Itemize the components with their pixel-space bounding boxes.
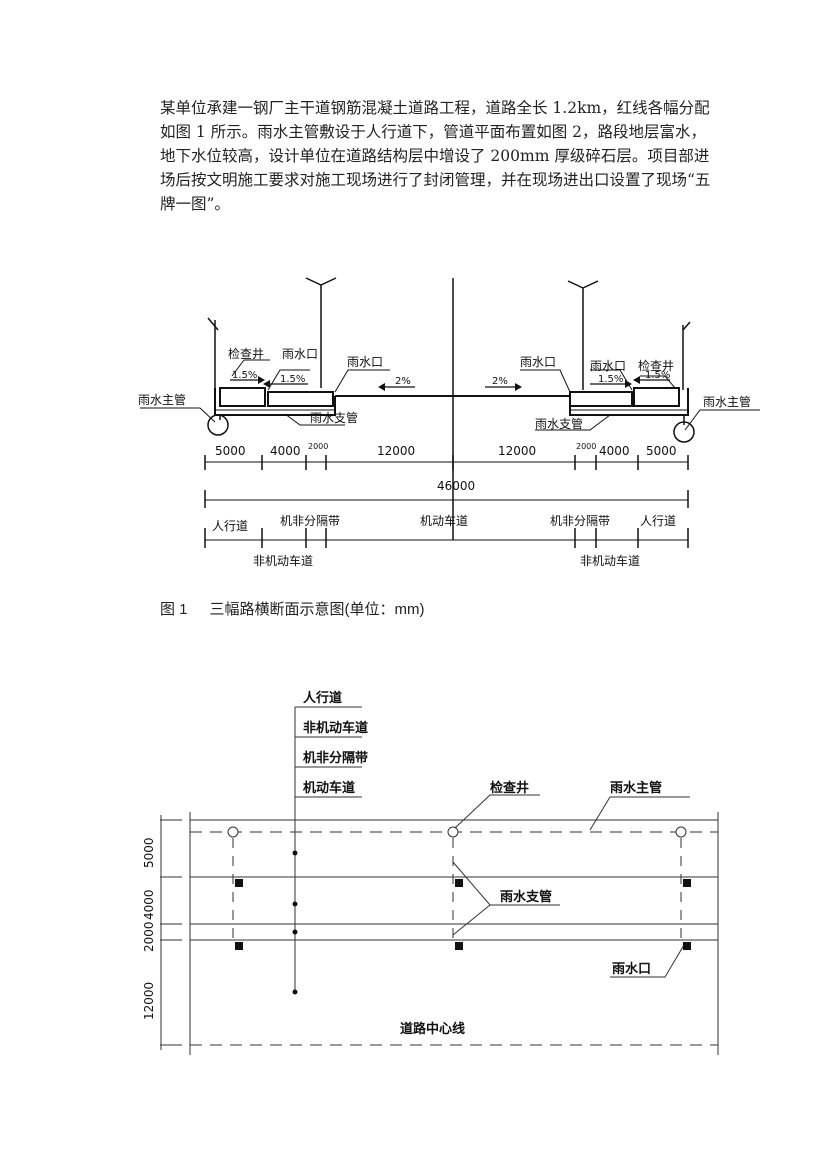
problem-paragraph: 某单位承建一钢厂主干道钢筋混凝土道路工程，道路全长 1.2km，红线各幅分配如图…: [160, 96, 720, 216]
zone-separator-right: 机非分隔带: [550, 514, 610, 528]
caption-text: 三幅路横断面示意图(单位：mm): [209, 601, 425, 618]
label-branch-right: 雨水支管: [535, 416, 583, 431]
label-manhole-right: 检查井: [638, 358, 674, 373]
dim-12000: 12000: [498, 444, 536, 458]
dim-12000: 12000: [377, 444, 415, 458]
zone-bike-left: 非机动车道: [253, 553, 313, 568]
zone-sidewalk-left: 人行道: [212, 519, 248, 533]
figure1-caption: 图 1 三幅路横断面示意图(单位：mm): [160, 598, 425, 619]
slope-label: 1.5%: [232, 370, 257, 381]
zone-sidewalk-right: 人行道: [640, 514, 676, 528]
zone-bike-right: 非机动车道: [580, 553, 640, 568]
dim-4000: 4000: [599, 444, 630, 458]
label-inlet-left-2: 雨水口: [347, 355, 383, 369]
label-main-pipe-right: 雨水主管: [703, 394, 751, 409]
slope-label: 2%: [395, 376, 411, 387]
dim-5000: 5000: [215, 444, 246, 458]
label-inlet-right-2: 雨水口: [590, 359, 626, 373]
label-branch-left: 雨水支管: [310, 410, 358, 425]
label-main-pipe-left: 雨水主管: [138, 392, 186, 407]
label-inlet-left-1: 雨水口: [282, 347, 318, 361]
zone-motor: 机动车道: [420, 513, 468, 528]
caption-number: 图 1: [160, 601, 188, 618]
dim-2000: 2000: [576, 442, 596, 451]
paragraph-text: 某单位承建一钢厂主干道钢筋混凝土道路工程，道路全长 1.2km，红线各幅分配如图…: [160, 99, 711, 213]
zone-separator-left: 机非分隔带: [280, 514, 340, 528]
dim-5000: 5000: [646, 444, 677, 458]
slope-label: 1.5%: [280, 374, 305, 385]
dim-4000: 4000: [270, 444, 301, 458]
dim-2000: 2000: [308, 442, 328, 451]
slope-label: 1.5%: [645, 370, 670, 381]
label-inlet-right-1: 雨水口: [520, 355, 556, 369]
slope-label: 2%: [492, 376, 508, 387]
slope-label: 1.5%: [598, 374, 623, 385]
label-manhole-left: 检查井: [228, 346, 264, 361]
dim-total: 46000: [437, 479, 475, 493]
